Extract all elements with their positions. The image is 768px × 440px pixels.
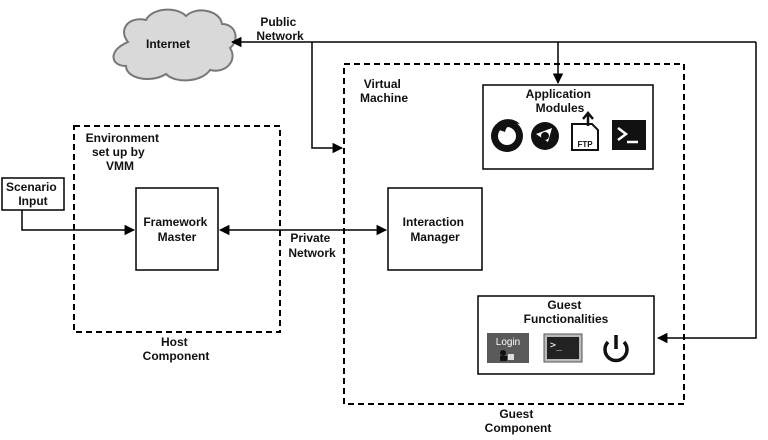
thunderbird-icon	[531, 122, 559, 150]
login-label: Login	[496, 337, 520, 348]
console-prompt: >_	[550, 340, 563, 351]
public-to-vm-arrow	[311, 42, 344, 154]
private-network-label: Private Network	[288, 231, 336, 260]
environment-label: Environment set up by VMM	[86, 131, 163, 173]
framework-master-label: Framework Master	[143, 215, 210, 244]
login-icon: Login	[487, 333, 529, 363]
public-network-label: Public Network	[256, 15, 304, 43]
application-modules-label: Application Modules	[526, 87, 595, 115]
public-to-guest-functionalities-arrow	[656, 42, 757, 344]
host-component-box	[73, 125, 281, 333]
scenario-to-framework-arrow	[21, 210, 136, 236]
ftp-label: FTP	[577, 140, 593, 149]
host-component-label: Host Component	[143, 335, 210, 363]
power-icon	[603, 335, 629, 363]
interaction-manager-label: Interaction Manager	[403, 215, 468, 244]
guest-functionalities-label: Guest Functionalities	[524, 298, 609, 326]
guest-component-label: Guest Component	[485, 407, 552, 435]
scenario-input-label: Scenario Input	[6, 180, 60, 208]
scenario-input-box	[1, 177, 65, 211]
internet-label: Internet	[146, 37, 190, 51]
console-icon: >_	[543, 333, 583, 363]
framework-master-box	[135, 187, 219, 271]
terminal-icon	[612, 120, 646, 150]
firefox-icon	[491, 119, 523, 152]
ftp-icon: FTP	[571, 111, 599, 151]
virtual-machine-label: Virtual Machine	[360, 77, 408, 105]
internet-cloud: Internet	[112, 8, 237, 82]
interaction-manager-box	[387, 187, 483, 271]
